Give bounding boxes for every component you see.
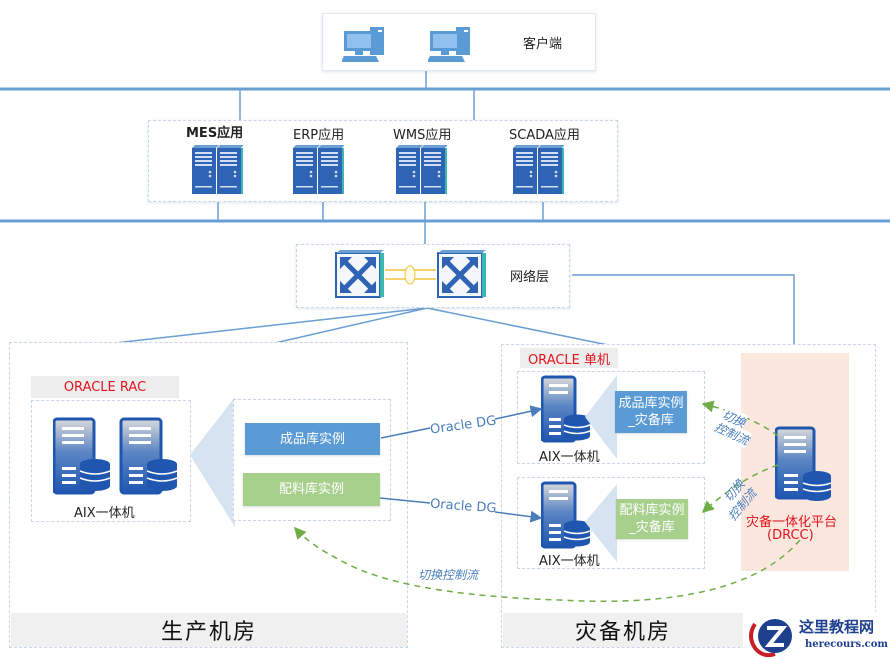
watermark-title: 这里教程网 (799, 618, 875, 636)
database-server-icon (119, 417, 178, 495)
control-label-bottom: 切换控制流 (418, 566, 479, 583)
dr-host-label-2: AIX一体机 (539, 554, 600, 569)
drcc-label-line2: (DRCC) (767, 528, 814, 543)
db-server-pair (53, 417, 178, 495)
dr-host-label-1: AIX一体机 (539, 450, 600, 465)
database-server-icon (53, 417, 111, 495)
dr-instance-finished-goods-line1: 成品库实例 (618, 396, 684, 411)
drcc-server-icon (775, 426, 832, 501)
oracle-single-tag: ORACLE 单机 (520, 348, 618, 368)
desktop-computer-icon (342, 27, 384, 62)
rac-host-label: AIX一体机 (74, 506, 135, 521)
network-switch-icon (437, 250, 486, 298)
oracle-rac-tag: ORACLE RAC (31, 376, 179, 398)
dr-instance-materials-line1: 配料库实例 (619, 503, 685, 518)
server-rack-icon (192, 145, 243, 194)
server-rack-icon (293, 145, 344, 194)
network-layer-label: 网络层 (510, 270, 550, 285)
production-room-title: 生产机房 (11, 613, 407, 647)
dg-arrow-finished-goods-head (494, 405, 543, 420)
instance-materials: 配料库实例 (243, 473, 380, 506)
app-label-mes: MES应用 (186, 126, 244, 141)
instance-finished-goods: 成品库实例 (245, 423, 380, 455)
dr-instance-materials-line2: _灾备库 (629, 520, 675, 535)
dg-arrow-materials (379, 497, 431, 504)
control-arrow-bottom (294, 526, 801, 602)
callout-pointer (190, 397, 235, 527)
network-switch-icon (335, 250, 384, 298)
app-label-scada: SCADA应用 (509, 128, 580, 143)
server-rack-icon (396, 145, 447, 194)
client-layer-label: 客户端 (523, 37, 563, 52)
desktop-computer-icon (428, 27, 470, 62)
app-label-erp: ERP应用 (293, 128, 345, 143)
watermark-subtitle: herecours.com (805, 639, 889, 650)
callout-pointer (585, 375, 617, 459)
dr-room-title: 灾备机房 (503, 613, 743, 647)
dr-instance-materials: 配料库实例 _灾备库 (616, 499, 688, 539)
app-label-wms: WMS应用 (393, 128, 452, 143)
control-arrow-mid (701, 464, 779, 514)
dr-instance-finished-goods: 成品库实例 _灾备库 (615, 391, 687, 433)
dg-arrow-finished-goods (380, 427, 431, 439)
dr-instance-finished-goods-line2: _灾备库 (628, 413, 674, 428)
database-server-icon (541, 481, 591, 549)
dg-arrow-materials-head (494, 510, 543, 523)
watermark-logo-icon (749, 619, 792, 658)
database-server-icon (541, 375, 591, 443)
server-rack-icon (513, 145, 564, 194)
switch-pair (335, 250, 486, 298)
callout-pointer (585, 484, 617, 562)
drcc-label-line1: 灾备一体化平台 (746, 515, 838, 530)
watermark: 这里教程网 herecours.com (743, 612, 890, 659)
